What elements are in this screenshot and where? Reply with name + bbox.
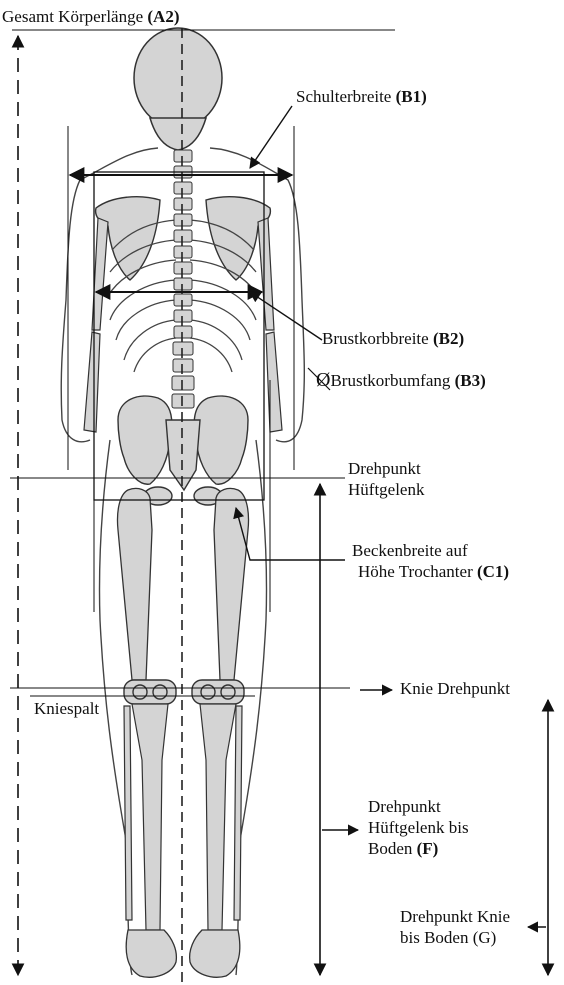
chest-width-pointer [250,292,322,340]
knee-to-floor-line1: Drehpunkt Knie [400,906,510,927]
diameter-symbol-icon: Ø [316,369,330,391]
skull [134,28,222,150]
knee-pivot-text: Knie Drehpunkt [400,679,510,698]
shoulder-width-label: Schulterbreite (B1) [296,86,427,107]
hip-to-floor-label: Drehpunkt Hüftgelenk bis Boden (F) [368,796,469,859]
pelvis-width-line1: Beckenbreite auf [352,540,509,561]
total-length-code: (A2) [147,7,179,26]
hip-to-floor-code: (F) [417,839,439,858]
knee-gap-label: Kniespalt [34,698,99,719]
knee-pivot-label: Knie Drehpunkt [400,678,510,699]
chest-circumference-label: ØBrustkorbumfang (B3) [316,370,486,391]
hip-pivot-label: Drehpunkt Hüftgelenk [348,458,424,500]
hip-to-floor-line2: Hüftgelenk bis [368,817,469,838]
knee-to-floor-label: Drehpunkt Knie bis Boden (G) [400,906,510,948]
shoulder-width-pointer [250,106,292,168]
pelvis-width-code: (C1) [477,562,509,581]
total-length-label: Gesamt Körperlänge (A2) [2,6,180,27]
chest-width-label: Brustkorbbreite (B2) [322,328,464,349]
pelvis-width-label: Beckenbreite auf Höhe Trochanter (C1) [352,540,509,582]
chest-circumference-code: (B3) [455,371,486,390]
hip-to-floor-line1: Drehpunkt [368,796,469,817]
shoulder-width-text: Schulterbreite [296,87,391,106]
feet [126,930,240,977]
chest-width-text: Brustkorbbreite [322,329,429,348]
chest-width-code: (B2) [433,329,464,348]
knee-gap-text: Kniespalt [34,699,99,718]
tibiae-fibulae [124,704,242,930]
hip-to-floor-line3-wrap: Boden (F) [368,838,469,859]
knee-joints [124,680,244,704]
chest-circumference-text: Brustkorbumfang [330,371,450,390]
pelvis-width-line2-wrap: Höhe Trochanter (C1) [352,561,509,582]
knee-to-floor-line2: bis Boden (G) [400,927,510,948]
femurs [117,488,248,680]
spine [172,150,194,408]
total-length-text: Gesamt Körperlänge [2,7,143,26]
pelvis-width-line2: Höhe Trochanter [358,562,473,581]
shoulder-width-code: (B1) [396,87,427,106]
pelvis-width-pointer [236,508,345,560]
hip-to-floor-line3: Boden [368,839,412,858]
hip-pivot-line1: Drehpunkt [348,458,424,479]
hip-pivot-line2: Hüftgelenk [348,479,424,500]
